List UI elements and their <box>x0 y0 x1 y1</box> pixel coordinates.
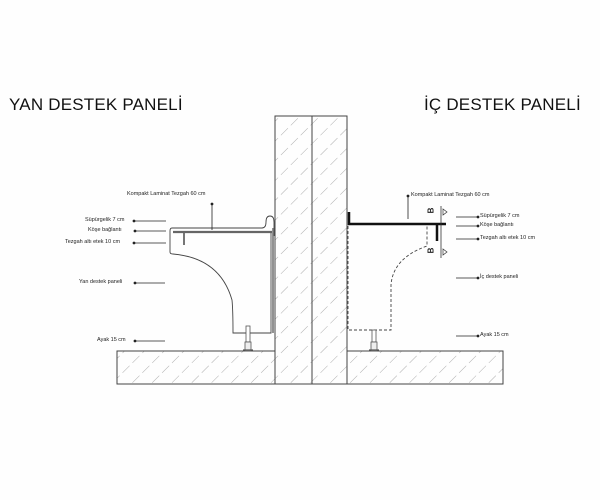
label-apron-left: Tezgah altı etek 10 cm <box>65 239 121 245</box>
title-inner-support-panel: İÇ DESTEK PANELİ <box>424 95 581 114</box>
label-countertop-right: Kompakt Laminat Tezgah 60 cm <box>411 192 490 198</box>
section-mark-bottom: B <box>426 247 436 254</box>
label-corner-left: Köşe bağlantı <box>88 227 122 233</box>
inner-support-panel <box>347 206 448 352</box>
section-mark-top: B <box>426 207 436 214</box>
floor-right <box>346 350 504 385</box>
label-panel-left: Yan destek paneli <box>79 279 123 285</box>
title-side-support-panel: YAN DESTEK PANELİ <box>9 95 183 114</box>
label-apron-right: Tezgah altı etek 10 cm <box>480 235 536 241</box>
floor-left <box>116 350 276 385</box>
wall-right <box>311 115 348 385</box>
side-support-panel <box>169 215 275 352</box>
label-countertop-left: Kompakt Laminat Tezgah 60 cm <box>127 191 206 197</box>
left-leaders <box>132 202 214 343</box>
leg-right <box>369 329 379 352</box>
leg-left <box>243 325 253 352</box>
label-panel-right: İç destek paneli <box>480 274 519 280</box>
right-leaders <box>406 194 480 338</box>
label-skirting-right: Süpürgelik 7 cm <box>480 213 520 219</box>
label-skirting-left: Süpürgelik 7 cm <box>85 217 125 223</box>
label-leg-right: Ayak 15 cm <box>480 332 509 338</box>
wall-left <box>274 115 313 385</box>
label-leg-left: Ayak 15 cm <box>97 337 126 343</box>
label-corner-right: Köşe bağlantı <box>480 222 514 228</box>
